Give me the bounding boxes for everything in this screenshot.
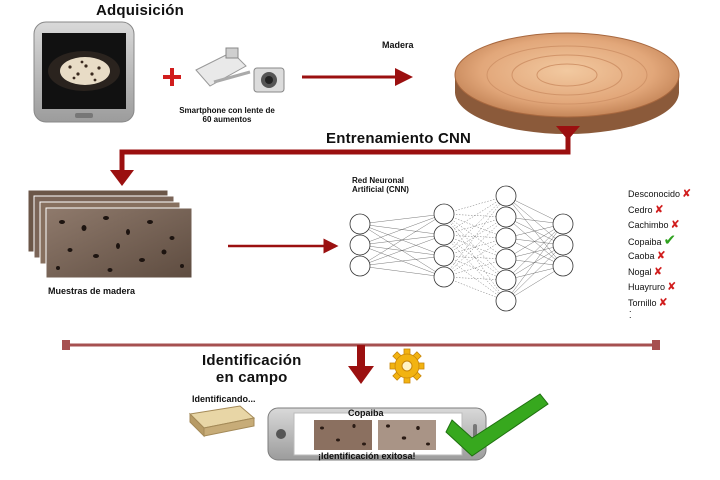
network-edge (359, 213, 445, 225)
result-phone (267, 407, 487, 461)
network-edge (505, 223, 564, 260)
network-edge (505, 223, 564, 302)
smartphone-image (33, 21, 135, 123)
check-icon: ✔ (663, 231, 677, 249)
class-name: Desconocido (628, 189, 681, 199)
plus-icon (163, 68, 181, 86)
network-edge (443, 255, 507, 302)
network-edge (443, 237, 507, 278)
network-node (349, 234, 371, 256)
cross-icon: ✘ (670, 219, 680, 231)
class-item: Cedro✘ (628, 204, 664, 216)
section-acquisition: Adquisición (96, 2, 185, 19)
cross-icon: ✘ (658, 296, 668, 309)
gear-icon (389, 348, 425, 384)
phone-lens-label: Smartphone con lente de 60 aumentos (179, 106, 275, 124)
network-edge (505, 195, 564, 225)
training-connector (119, 130, 571, 176)
network-edge (443, 195, 507, 236)
result-message: ¡Identificación exitosa! (318, 451, 416, 461)
network-node (495, 206, 517, 228)
neural-network (359, 195, 564, 302)
wood-samples-image (27, 189, 193, 279)
network-node (495, 290, 517, 312)
class-item: Nogal✘ (628, 266, 663, 278)
class-name: Cedro (628, 204, 653, 215)
class-item: Cachimbo✘ (628, 219, 680, 231)
network-edge (359, 265, 445, 278)
network-label: Red Neuronal Artificial (CNN) (352, 176, 409, 194)
field-arrow (348, 345, 374, 384)
network-edge (443, 195, 507, 278)
network-edge (443, 234, 507, 281)
section-field: Identificación en campo (202, 352, 302, 386)
class-name: Huayruro (628, 282, 666, 292)
network-edge (443, 276, 507, 302)
samples-label: Muestras de madera (48, 286, 136, 296)
class-name: Cachimbo (628, 220, 669, 230)
network-edge (359, 213, 445, 246)
network-node (495, 269, 517, 291)
network-edge (359, 213, 445, 267)
wood-slice-image (454, 32, 680, 134)
network-node (495, 227, 517, 249)
cross-icon: ✘ (667, 281, 677, 293)
clip-lens-image (195, 47, 285, 93)
network-node (552, 255, 574, 277)
network-edge (359, 234, 445, 267)
network-node (552, 213, 574, 235)
wood-label: Madera (382, 40, 414, 50)
network-edge (443, 195, 507, 257)
network-node (495, 185, 517, 207)
section-training: Entrenamiento CNN (326, 130, 472, 147)
network-edge (505, 265, 564, 302)
network-edge (505, 244, 564, 302)
result-species: Copaiba (348, 408, 384, 418)
class-name: Copaiba (628, 236, 662, 247)
cross-icon: ✘ (654, 203, 664, 216)
class-item: Tornillo✘ (628, 297, 668, 309)
network-edge (505, 223, 564, 281)
class-item: Copaiba✔ (628, 231, 677, 249)
training-arrowhead-top (556, 126, 580, 140)
class-name: Nogal (628, 266, 652, 277)
class-name: Caoba (628, 251, 655, 261)
identifying-label: Identificando... (192, 394, 256, 404)
neural-network-nodes (349, 185, 574, 312)
wood-block-image (188, 405, 256, 438)
network-edge (443, 255, 507, 281)
network-edge (359, 255, 445, 267)
class-item: Desconocido✘ (628, 188, 691, 200)
network-node (433, 203, 455, 225)
class-name: Tornillo (628, 297, 657, 308)
class-list-ellipsis: .. (629, 304, 632, 320)
class-item: Huayruro✘ (628, 281, 676, 293)
cross-icon: ✘ (653, 265, 663, 278)
network-node (433, 266, 455, 288)
network-node (433, 245, 455, 267)
training-arrowhead (110, 170, 134, 186)
network-node (349, 255, 371, 277)
network-edge (443, 216, 507, 278)
network-node (552, 234, 574, 256)
network-node (433, 224, 455, 246)
success-check-icon (445, 393, 549, 457)
class-item: Caoba✘ (628, 250, 666, 262)
network-edge (443, 213, 507, 260)
network-node (349, 213, 371, 235)
network-node (495, 248, 517, 270)
cross-icon: ✘ (682, 188, 692, 200)
cross-icon: ✘ (656, 250, 666, 262)
